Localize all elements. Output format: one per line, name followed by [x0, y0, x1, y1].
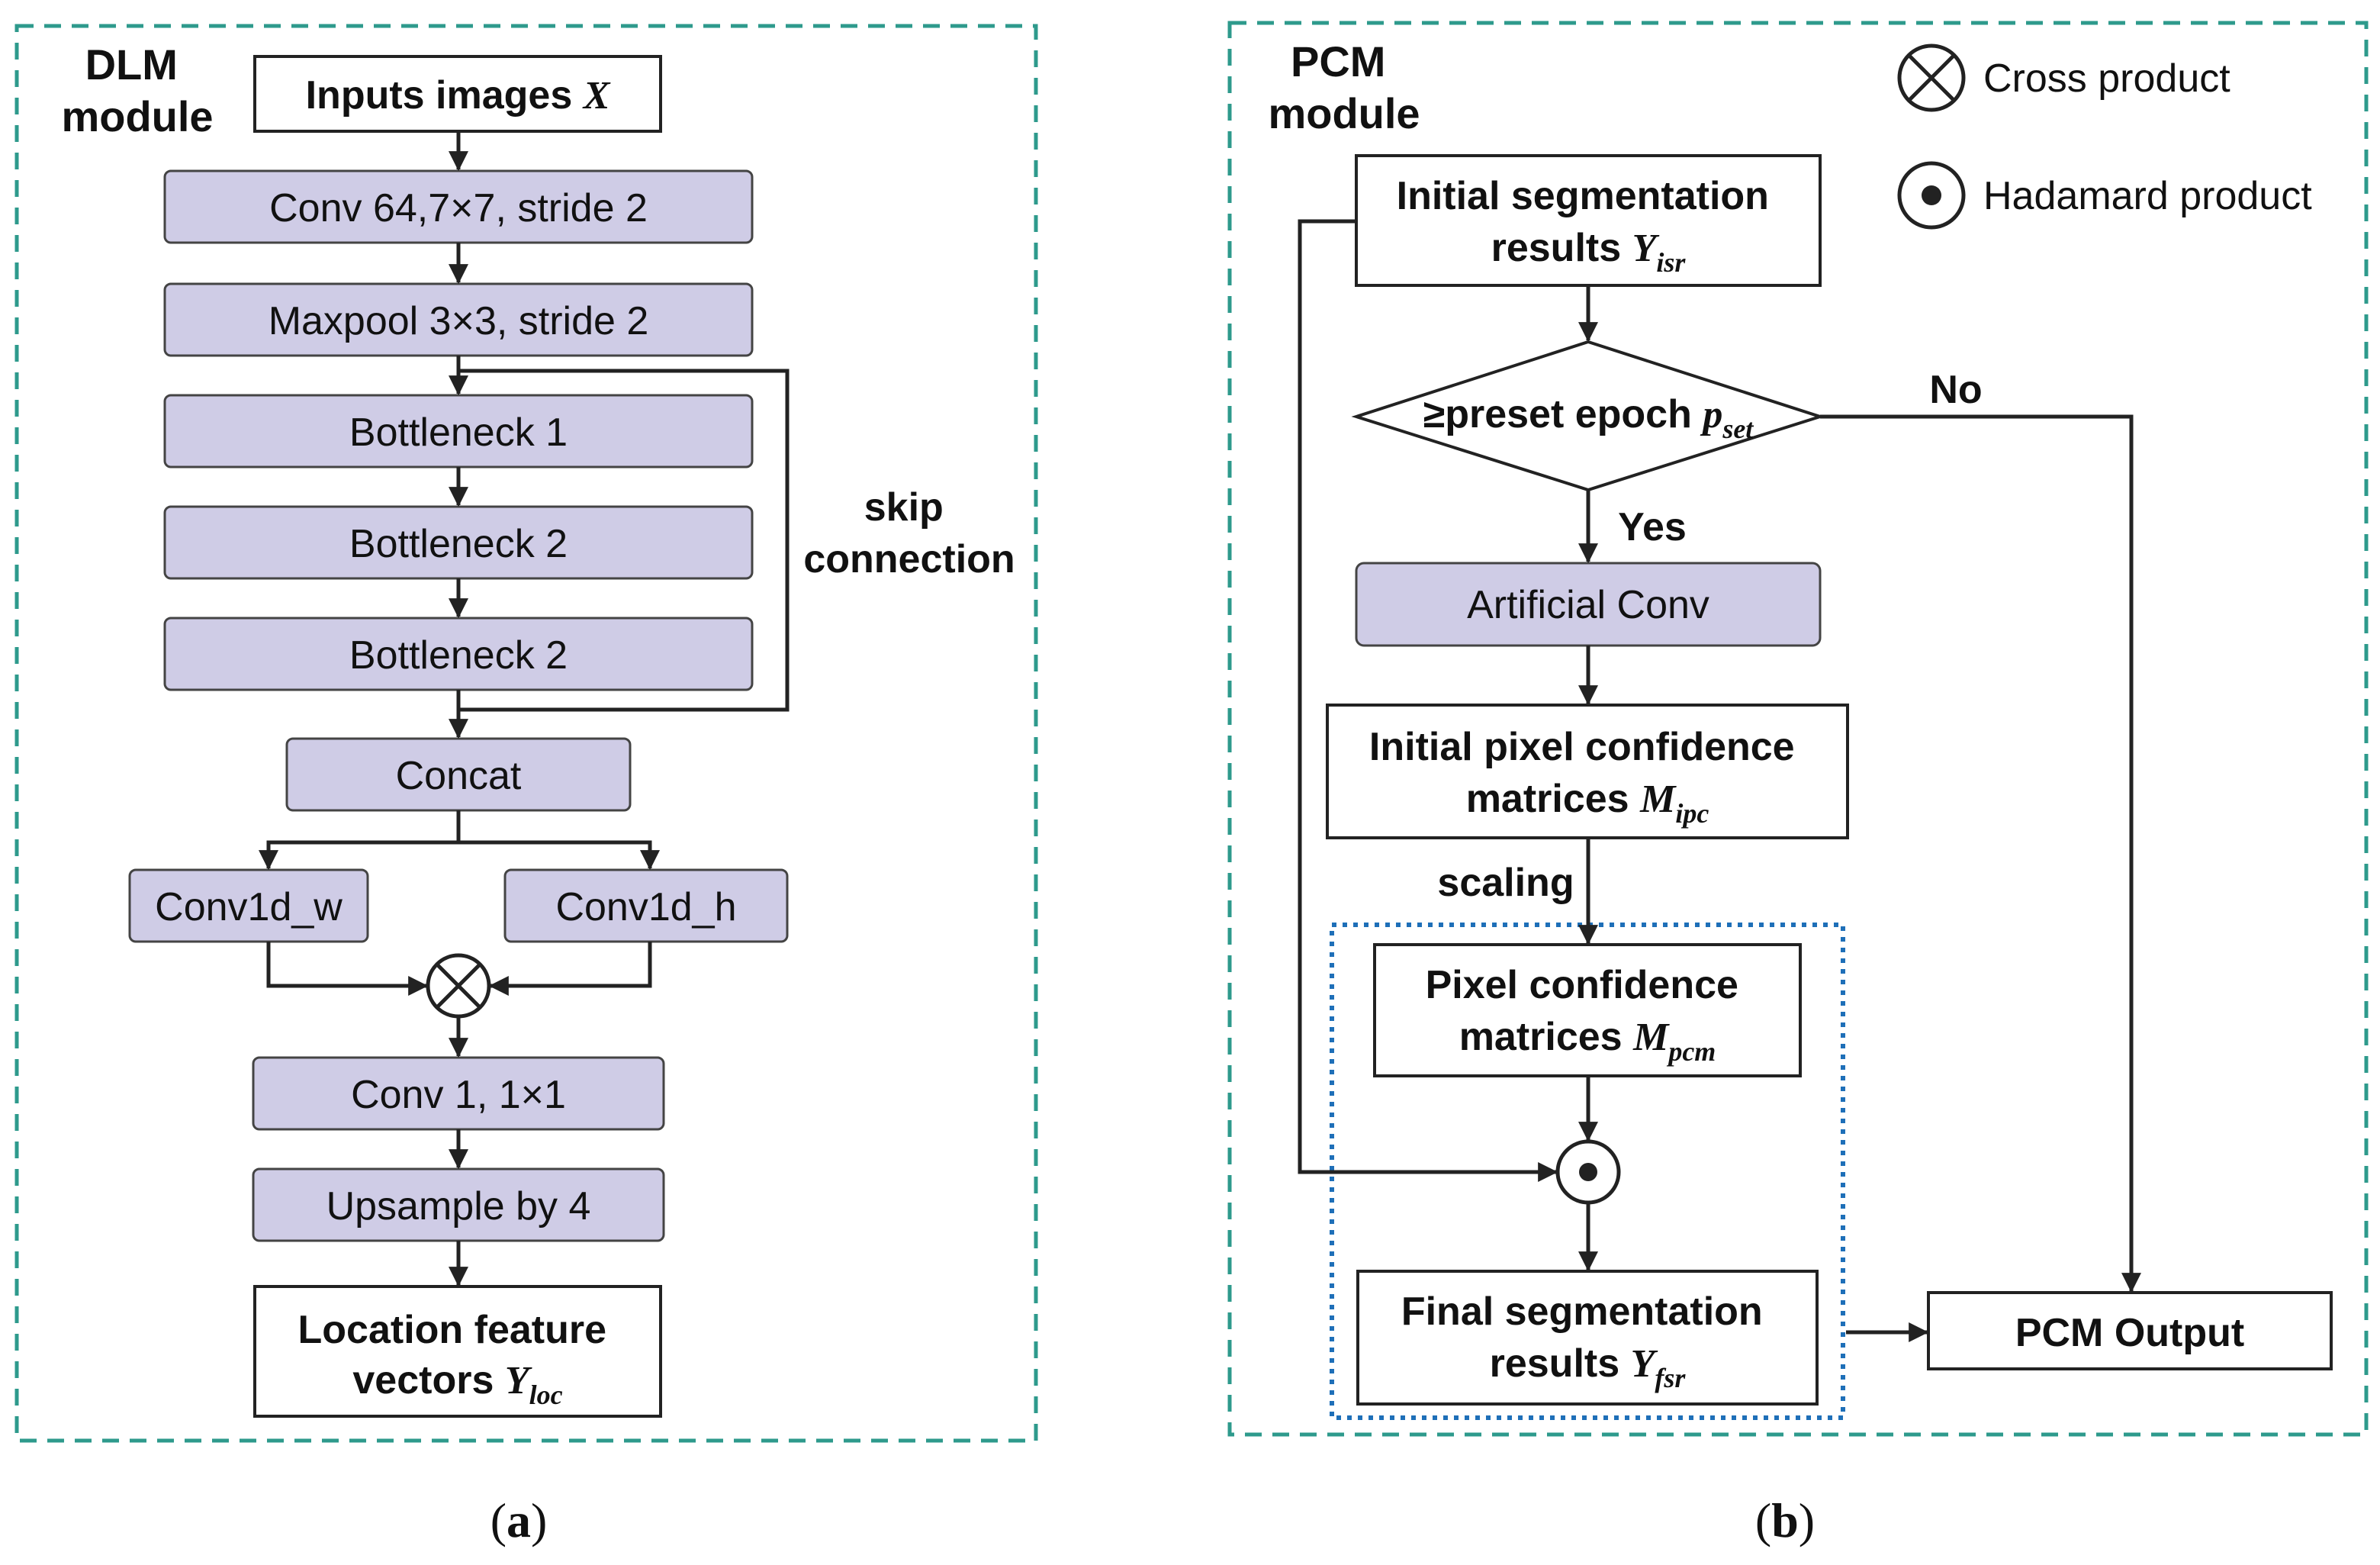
location-feature-box	[253, 1285, 662, 1418]
caption-a: (a)	[490, 1493, 548, 1547]
pixel-confidence-label: Pixel confidence matrices Mpcm	[1426, 963, 1750, 1067]
maxpool-label: Maxpool 3×3, stride 2	[269, 299, 649, 343]
pcm-output-label: PCM Output	[2015, 1311, 2244, 1355]
conv1d-w-label: Conv1d_w	[155, 885, 343, 929]
legend-cross-icon	[1897, 43, 1966, 112]
bottleneck-2b-label: Bottleneck 2	[349, 633, 568, 678]
upsample-label: Upsample by 4	[326, 1184, 591, 1228]
bottleneck-1-label: Bottleneck 1	[349, 411, 568, 455]
location-feature-label: Location feature vectors Yloc	[298, 1308, 618, 1410]
legend-hadamard-icon	[1897, 161, 1966, 230]
initial-segmentation-box	[1355, 154, 1822, 287]
legend-cross-label: Cross product	[1983, 56, 2230, 101]
bottleneck-2a-label: Bottleneck 2	[349, 522, 568, 566]
initial-segmentation-label: Initial segmentation results Yisr	[1397, 174, 1780, 278]
conv1d-w-box	[128, 868, 369, 943]
skip-connection-label: skip connection	[803, 485, 1015, 581]
concat-label: Concat	[396, 754, 522, 798]
preset-epoch-label: ≥preset epoch pset	[1423, 392, 1754, 444]
conv1d-h-label: Conv1d_h	[555, 885, 736, 929]
input-images-label: Inputs images X	[306, 73, 611, 118]
artificial-conv-label: Artificial Conv	[1467, 583, 1709, 627]
dlm-module-label: DLM module	[61, 40, 213, 140]
panel-a-connectors	[259, 131, 790, 1287]
conv1-label: Conv 1, 1×1	[351, 1073, 566, 1117]
no-label: No	[1929, 368, 1982, 412]
hadamard-product-icon	[1555, 1139, 1621, 1205]
yes-label: Yes	[1618, 505, 1687, 549]
legend-hadamard-label: Hadamard product	[1983, 174, 2312, 218]
conv-label: Conv 64,7×7, stride 2	[269, 186, 648, 230]
initial-pixel-confidence-label: Initial pixel confidence matrices Mipc	[1369, 725, 1806, 829]
panel-b-pcm-module: PCM module Cross product Hadamard produc…	[1227, 21, 2369, 1547]
panel-b-connectors	[1298, 219, 2141, 1342]
pcm-module-border	[1227, 21, 2369, 1437]
caption-b: (b)	[1755, 1493, 1815, 1547]
scaling-label: scaling	[1437, 861, 1574, 905]
pcm-module-label: PCM module	[1268, 37, 1420, 137]
initial-pixel-confidence-box	[1326, 704, 1849, 839]
dlm-module-border	[14, 24, 1038, 1443]
cross-product-icon	[426, 953, 491, 1019]
final-segmentation-label: Final segmentation results Yfsr	[1401, 1290, 1774, 1393]
panel-a-dlm-module: DLM module Inputs images X Conv 64,7×7, …	[14, 24, 1038, 1547]
